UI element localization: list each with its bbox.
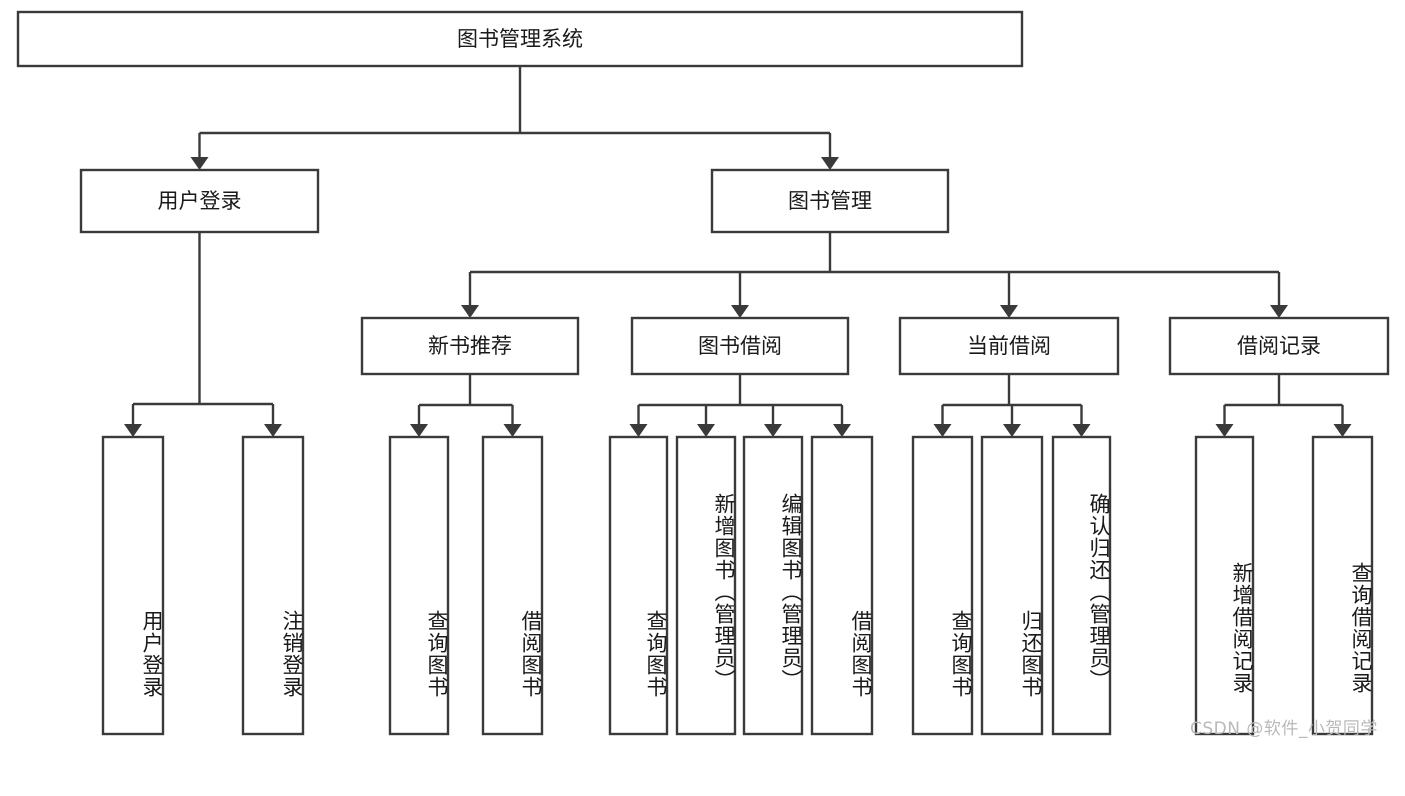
- node-label: 图书管理: [788, 189, 872, 213]
- arrow-head-icon: [124, 424, 142, 437]
- connector-group-root: [190, 66, 839, 170]
- node-borrow-record[interactable]: 借阅记录: [1168, 316, 1390, 376]
- edges-layer: [124, 66, 1352, 437]
- connector-group-user-login: [124, 232, 282, 437]
- node-book-manage[interactable]: 图书管理: [710, 168, 950, 234]
- node-label: 图书管理系统: [457, 27, 583, 51]
- connector-group-borrow-record: [1215, 374, 1352, 437]
- arrow-head-icon: [697, 424, 715, 437]
- node-book-borrow[interactable]: 图书借阅: [630, 316, 850, 376]
- node-leaf-user-logout[interactable]: [241, 435, 305, 736]
- arrow-head-icon: [731, 305, 749, 318]
- arrow-head-icon: [821, 157, 839, 170]
- node-leaf-user-login[interactable]: [101, 435, 165, 736]
- node-new-book-recommend[interactable]: 新书推荐: [360, 316, 580, 376]
- connector-group-book-manage: [461, 232, 1288, 318]
- arrow-head-icon: [833, 424, 851, 437]
- connector-group-new-book-recommend: [410, 374, 522, 437]
- connector-group-current-borrow: [933, 374, 1091, 437]
- node-label: 新书推荐: [428, 334, 512, 358]
- node-leaf-borrow-book[interactable]: [810, 435, 874, 736]
- arrow-head-icon: [190, 157, 209, 170]
- node-label: 当前借阅: [967, 334, 1051, 358]
- arrow-head-icon: [1003, 424, 1021, 437]
- arrow-head-icon: [1270, 305, 1288, 318]
- watermark-text: CSDN @软件_小贺同学: [1190, 719, 1378, 739]
- arrow-head-icon: [410, 424, 428, 437]
- arrow-head-icon: [764, 424, 782, 437]
- node-leaf-query-book-borrow[interactable]: [608, 435, 669, 736]
- arrow-head-icon: [503, 424, 522, 437]
- node-label: 借阅记录: [1237, 334, 1321, 358]
- node-leaf-query-book-recommend[interactable]: [388, 435, 450, 736]
- arrow-head-icon: [933, 424, 952, 437]
- arrow-head-icon: [629, 424, 648, 437]
- system-function-tree-diagram: 图书管理系统用户登录图书管理新书推荐图书借阅当前借阅借阅记录 用户登录注销登录查…: [16, 10, 1390, 739]
- node-label: 用户登录: [158, 189, 242, 213]
- node-leaf-edit-book[interactable]: [742, 435, 804, 736]
- node-leaf-add-borrow-record[interactable]: [1194, 435, 1255, 736]
- node-leaf-add-book[interactable]: [675, 435, 737, 736]
- arrow-head-icon: [264, 424, 282, 437]
- node-root[interactable]: 图书管理系统: [16, 10, 1024, 68]
- connector-group-book-borrow: [629, 374, 851, 437]
- node-leaf-return-book[interactable]: [980, 435, 1044, 736]
- arrow-head-icon: [1072, 424, 1091, 437]
- node-leaf-borrow-book-recommend[interactable]: [481, 435, 544, 736]
- arrow-head-icon: [1000, 305, 1018, 318]
- node-leaf-query-borrow-record[interactable]: [1311, 435, 1374, 736]
- arrow-head-icon: [1333, 424, 1352, 437]
- arrow-head-icon: [461, 305, 479, 318]
- arrow-head-icon: [1215, 424, 1234, 437]
- node-current-borrow[interactable]: 当前借阅: [898, 316, 1120, 376]
- node-leaf-confirm-return[interactable]: [1051, 435, 1112, 736]
- node-leaf-query-book-current[interactable]: [911, 435, 974, 736]
- node-user-login[interactable]: 用户登录: [79, 168, 320, 234]
- node-label: 图书借阅: [698, 334, 782, 358]
